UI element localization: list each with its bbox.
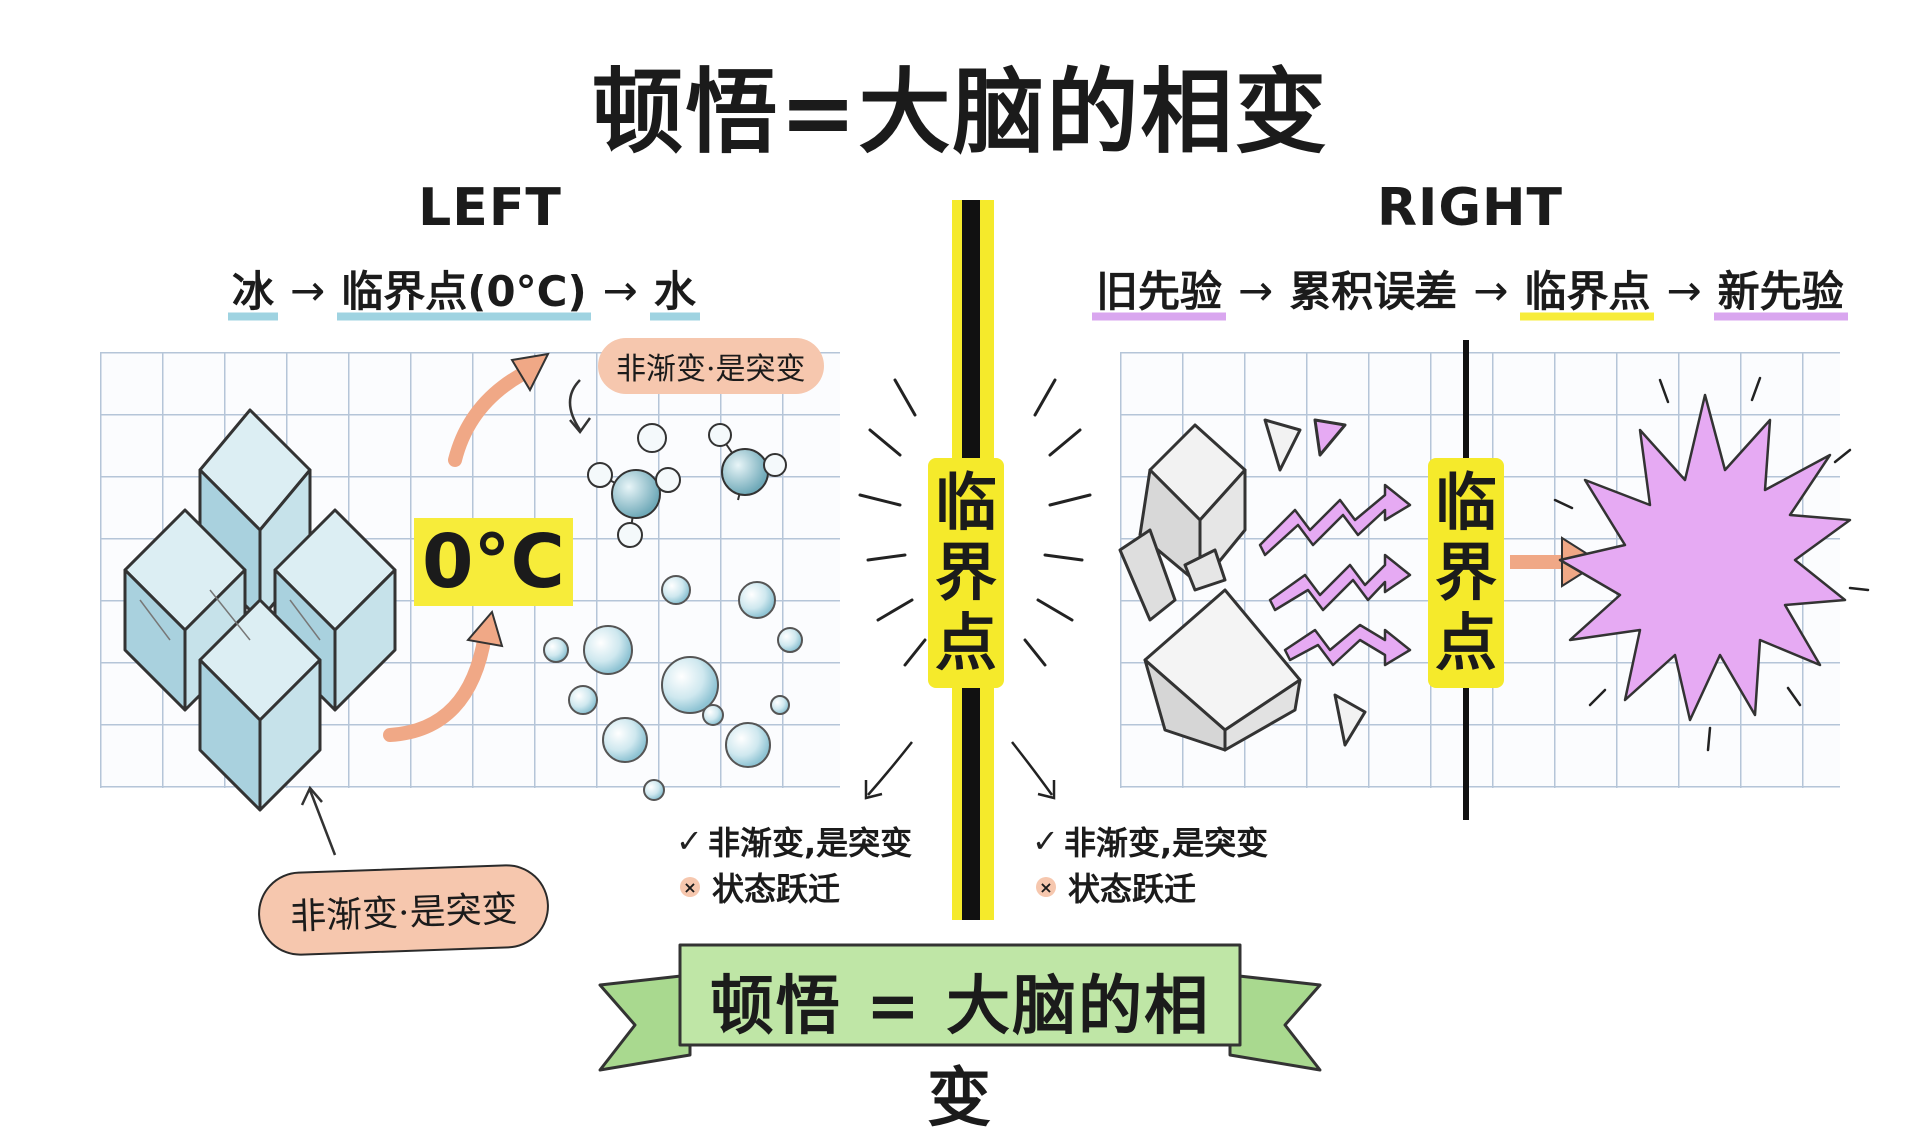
flow-step-new-prior: 新先验	[1713, 258, 1848, 323]
x-icon: ×	[680, 877, 700, 897]
banner-ribbon	[598, 943, 1322, 1072]
pointer-arrow-icon	[300, 379, 592, 856]
flow-arrow: →	[1473, 266, 1509, 315]
check-icon: ✓	[1032, 822, 1059, 860]
checklist-text: 非渐变,是突变	[1064, 824, 1269, 862]
transition-arrow-icon	[383, 363, 537, 742]
left-checklist: ✓ 非渐变,是突变 × 状态跃迁	[676, 818, 912, 910]
center-critical-point: 临 界 点	[928, 458, 1004, 688]
right-checklist: ✓ 非渐变,是突变 × 状态跃迁	[1032, 818, 1268, 910]
left-flow: 冰 → 临界点(0°C) → 水	[228, 258, 700, 323]
broken-cube-icon	[1118, 418, 1367, 752]
temperature-label: 0°C	[414, 518, 573, 606]
flow-step-old-prior: 旧先验	[1092, 258, 1227, 323]
left-label: LEFT	[418, 178, 562, 238]
checklist-item: × 状态跃迁	[1032, 864, 1268, 910]
banner-text: 顿悟 = 大脑的相变	[709, 970, 1211, 1136]
right-flow: 旧先验 → 累积误差 → 临界点 → 新先验	[1092, 258, 1848, 323]
flow-arrow: →	[1666, 266, 1702, 315]
check-icon: ✓	[676, 822, 703, 860]
critical-char: 点	[1434, 606, 1497, 679]
checklist-text: 状态跃迁	[712, 870, 841, 908]
flow-arrow: →	[290, 266, 326, 315]
right-label: RIGHT	[1376, 178, 1564, 238]
note-top: 非渐变·是突变	[598, 338, 824, 394]
flow-step-critical: 临界点	[1520, 258, 1655, 323]
flow-step-water: 水	[649, 258, 700, 323]
flow-arrow: →	[602, 266, 638, 315]
illustration-layer	[123, 200, 1870, 1072]
critical-char: 点	[934, 606, 997, 679]
note-bottom: 非渐变·是突变	[256, 862, 551, 958]
flow-step-critical: 临界点(0°C)	[337, 258, 591, 323]
critical-char: 界	[1434, 536, 1497, 609]
checklist-item: ✓ 非渐变,是突变	[1032, 818, 1268, 864]
x-icon: ×	[1036, 877, 1056, 897]
starburst-icon	[1553, 376, 1870, 752]
checklist-item: ✓ 非渐变,是突变	[676, 818, 912, 864]
flow-step-ice: 冰	[228, 258, 279, 323]
ice-crystal-icon	[123, 408, 397, 812]
lightning-arrow-icon	[1258, 483, 1412, 667]
critical-char: 临	[934, 466, 997, 539]
critical-char: 界	[934, 536, 997, 609]
arrowhead-icon	[466, 352, 550, 648]
checklist-text: 非渐变,是突变	[708, 824, 913, 862]
curved-arrow-icon	[864, 741, 1056, 800]
page-title: 顿悟=大脑的相变	[591, 59, 1329, 166]
water-molecule-icon	[587, 423, 787, 548]
flow-step-error: 累积误差	[1289, 267, 1458, 316]
critical-char: 临	[1434, 466, 1497, 539]
right-critical-point: 临 界 点	[1428, 458, 1504, 688]
flow-arrow: →	[1238, 266, 1274, 315]
radiating-lines-icon	[858, 378, 1092, 667]
checklist-item: × 状态跃迁	[676, 864, 912, 910]
water-bubbles-icon	[543, 575, 803, 801]
checklist-text: 状态跃迁	[1068, 870, 1197, 908]
